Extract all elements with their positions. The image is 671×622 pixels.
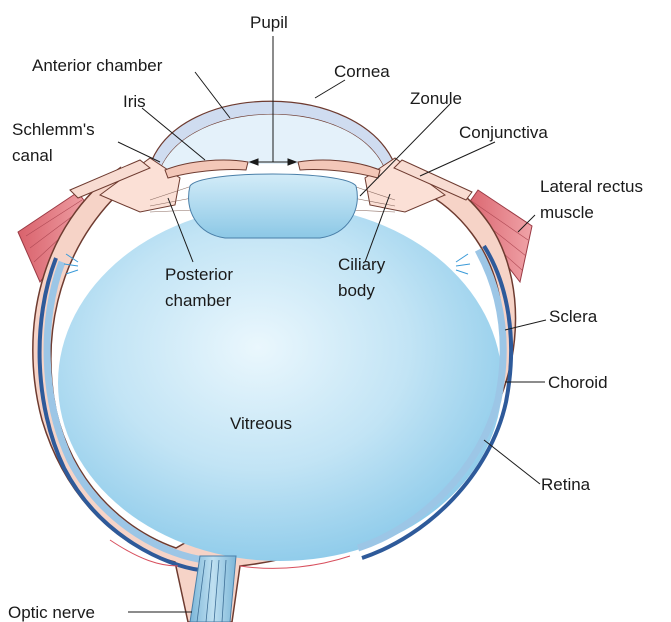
label-cornea: Cornea (334, 62, 390, 81)
label-iris: Iris (123, 92, 146, 111)
label-vitreous: Vitreous (230, 414, 292, 433)
lens (189, 174, 358, 238)
label-conjunctiva: Conjunctiva (459, 123, 548, 142)
label-ciliary-body-1: Ciliary (338, 255, 386, 274)
label-ciliary-body-2: body (338, 281, 375, 300)
label-choroid: Choroid (548, 373, 608, 392)
label-sclera: Sclera (549, 307, 598, 326)
label-schlemms-canal-1: Schlemm's (12, 120, 95, 139)
label-zonule: Zonule (410, 89, 462, 108)
label-lateral-rectus-1: Lateral rectus (540, 177, 643, 196)
label-retina: Retina (541, 475, 591, 494)
label-lateral-rectus-2: muscle (540, 203, 594, 222)
label-anterior-chamber: Anterior chamber (32, 56, 163, 75)
label-schlemms-canal-2: canal (12, 146, 53, 165)
label-optic-nerve: Optic nerve (8, 603, 95, 622)
label-pupil: Pupil (250, 13, 288, 32)
label-posterior-chamber-1: Posterior (165, 265, 233, 284)
vitreous-body (58, 205, 502, 561)
label-posterior-chamber-2: chamber (165, 291, 231, 310)
